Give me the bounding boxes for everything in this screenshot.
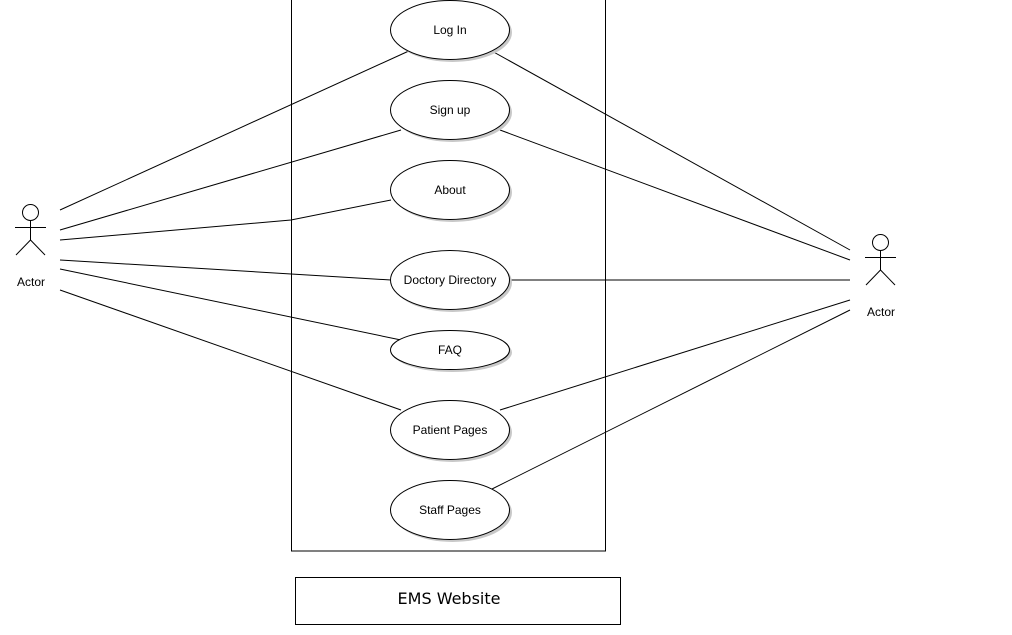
association-line [489,309,851,491]
use-case-doctory-directory: Doctory Directory [390,250,512,312]
use-case-log-in: Log In [390,0,512,62]
association-line [59,268,402,341]
use-case-ellipse [390,80,510,140]
use-case-ellipse [390,250,510,310]
stick-figure-icon [865,234,896,286]
associations [59,49,851,491]
use-case-label: About [434,183,466,197]
use-case-about: About [390,160,512,222]
use-case-patient-pages: Patient Pages [390,400,512,462]
association-line [59,129,402,231]
actor-left [15,204,46,256]
use-case-label: Log In [433,23,466,37]
system-name-box [295,577,621,625]
use-case-faq: FAQ [390,330,512,372]
system-name-label: EMS Website [398,589,501,608]
system-boundary [291,0,606,552]
use-case-ellipse [390,480,510,540]
use-case-sign-up: Sign up [390,80,512,142]
actor-left-label: Actor [17,275,45,289]
use-case-ellipse [390,0,510,60]
use-case-label: Doctory Directory [404,273,497,287]
association-line [59,199,392,241]
association-line [59,289,402,411]
use-case-staff-pages: Staff Pages [390,480,512,542]
use-case-label: FAQ [438,343,462,357]
association-line [59,49,412,211]
use-case-label: Patient Pages [413,423,488,437]
actor-right [865,234,896,286]
use-case-ellipse [390,160,510,220]
actor-right-label: Actor [867,305,895,319]
association-line [489,49,851,251]
association-line [499,299,851,411]
use-case-ellipse [390,330,510,370]
use-case-ellipse [390,400,510,460]
use-case-label: Staff Pages [419,503,481,517]
stick-figure-icon [15,204,46,256]
use-case-label: Sign up [430,103,471,117]
association-line [59,259,392,281]
association-line [499,129,851,261]
